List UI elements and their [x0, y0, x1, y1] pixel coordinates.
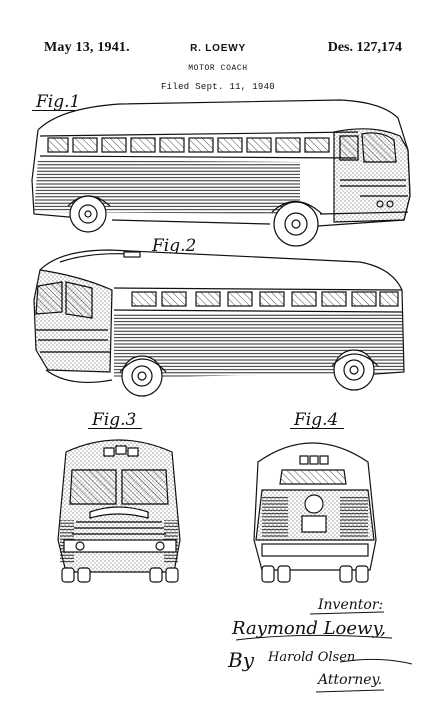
fig2-label-text: Fig.2 — [152, 236, 197, 256]
patent-title: MOTOR COACH — [188, 64, 248, 73]
patent-date: May 13, 1941. — [44, 40, 130, 55]
by-label: By — [228, 648, 254, 672]
inventor-heading: R. LOEWY — [190, 43, 246, 54]
patent-header: May 13, 1941. R. LOEWY Des. 127,174 MOTO… — [0, 0, 436, 95]
fig3-label: Fig.3 — [88, 410, 143, 430]
inventor-label: Inventor: — [318, 597, 384, 613]
fig1-bus-side-view — [31, 99, 411, 247]
inventor-signature: Raymond Loewy, — [232, 618, 386, 639]
fig3-bus-front-view — [57, 439, 181, 583]
attorney-label: Attorney. — [318, 672, 383, 688]
fig4-label: Fig.4 — [290, 410, 345, 430]
fig4-bus-rear-view — [253, 442, 377, 583]
fig1-label-text: Fig.1 — [36, 92, 81, 112]
fig3-label-text: Fig.3 — [92, 410, 137, 430]
filed-date: Filed Sept. 11, 1940 — [160, 82, 276, 92]
patent-number: Des. 127,174 — [327, 40, 402, 55]
attorney-signature: Harold Olsen — [268, 650, 356, 665]
fig2-bus-three-quarter-view — [33, 249, 405, 397]
fig1-label: Fig.1 — [32, 92, 87, 112]
signature-flourish — [235, 611, 413, 693]
fig4-label-text: Fig.4 — [294, 410, 339, 430]
